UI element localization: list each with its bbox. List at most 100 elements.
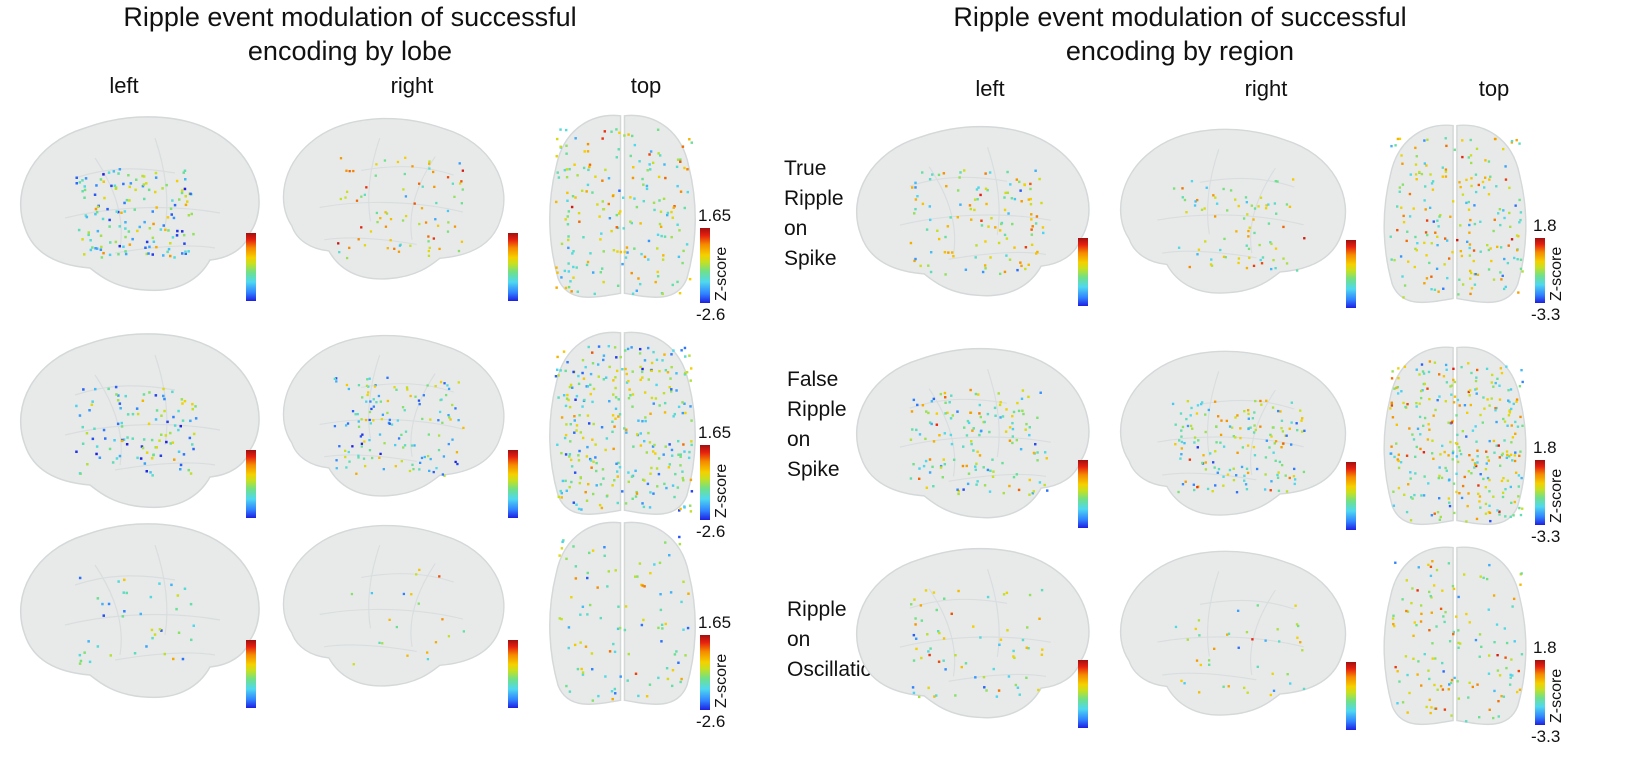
electrode-dot	[403, 409, 406, 412]
electrode-dot	[630, 134, 634, 138]
electrode-dot	[687, 592, 690, 595]
electrode-dot	[1186, 400, 1190, 403]
electrode-dot	[1519, 267, 1523, 270]
electrode-dot	[1436, 511, 1440, 514]
electrode-dot	[1181, 483, 1185, 486]
electrode-dot	[626, 347, 630, 351]
electrode-dot	[187, 250, 190, 253]
electrode-dot	[344, 449, 347, 452]
electrode-dot	[616, 226, 620, 230]
electrode-dot	[1394, 665, 1397, 669]
electrode-dot	[1445, 239, 1449, 242]
electrode-dot	[1271, 426, 1275, 429]
electrode-dot	[1204, 430, 1207, 434]
electrode-dot	[1487, 268, 1491, 271]
electrode-dot	[364, 418, 368, 422]
electrode-dot	[1488, 563, 1491, 567]
electrode-dot	[1430, 596, 1433, 599]
electrode-dot	[447, 635, 451, 638]
electrode-dot	[175, 234, 179, 237]
electrode-dot	[1461, 155, 1464, 159]
electrode-dot	[678, 542, 682, 546]
electrode-dot	[651, 161, 655, 165]
electrode-dot	[914, 623, 917, 626]
electrode-dot	[411, 463, 414, 466]
electrode-dot	[921, 202, 925, 206]
electrode-dot	[1427, 669, 1430, 672]
electrode-dot	[1415, 155, 1418, 158]
electrode-dot	[1439, 607, 1443, 611]
electrode-dot	[924, 437, 927, 441]
electrode-dot	[1492, 229, 1495, 233]
electrode-dot	[1436, 688, 1439, 691]
electrode-dot	[1240, 465, 1244, 469]
electrode-dot	[1426, 438, 1430, 441]
electrode-dot	[366, 378, 369, 381]
electrode-dot	[1390, 144, 1393, 148]
electrode-dot	[1409, 173, 1412, 176]
electrode-dot	[567, 235, 570, 238]
electrode-dot	[1458, 181, 1461, 184]
electrode-dot	[615, 156, 619, 159]
electrode-dot	[1217, 467, 1221, 471]
electrode-dot	[1471, 458, 1474, 462]
electrode-dot	[1500, 694, 1503, 698]
electrode-dot	[943, 597, 946, 600]
electrode-dot	[368, 449, 372, 452]
sulcus-line	[1199, 177, 1295, 188]
electrode-dot	[939, 466, 943, 469]
electrode-dot	[684, 654, 687, 657]
electrode-dot	[568, 167, 571, 171]
electrode-dot	[135, 178, 138, 181]
sulcus-line	[154, 137, 168, 229]
electrode-dot	[180, 189, 184, 192]
electrode-dot	[614, 569, 617, 572]
electrode-dot	[1451, 458, 1454, 461]
electrode-dot	[641, 502, 644, 505]
electrode-dot	[607, 202, 611, 206]
electrode-dot	[1172, 187, 1176, 190]
electrode-dot	[426, 384, 429, 387]
electrode-dot	[148, 391, 151, 394]
electrode-dot	[602, 250, 605, 253]
electrode-dot	[191, 402, 194, 406]
electrode-dot	[1419, 604, 1423, 607]
electrode-dot	[1243, 474, 1246, 477]
electrode-dot	[123, 578, 126, 582]
electrode-dot	[561, 540, 564, 544]
electrode-dot	[181, 230, 184, 233]
electrode-dot	[1502, 476, 1505, 480]
electrode-dot	[650, 466, 653, 470]
electrode-dot	[1517, 235, 1520, 238]
right-hemisphere	[623, 521, 696, 705]
electrode-dot	[570, 290, 573, 293]
electrode-dot	[1395, 423, 1398, 426]
electrode-dot	[574, 398, 577, 401]
electrode-dot	[573, 419, 576, 422]
electrode-dot	[1498, 674, 1502, 677]
electrode-dot	[595, 484, 598, 487]
electrode-dot	[637, 277, 640, 280]
electrode-dot	[1420, 363, 1424, 366]
electrode-dot	[655, 467, 659, 470]
electrode-dot	[128, 243, 132, 246]
electrode-dot	[669, 591, 673, 594]
electrode-dot	[125, 591, 128, 595]
electrode-dot	[610, 130, 613, 133]
electrode-dot	[122, 182, 125, 186]
electrode-dot	[1439, 453, 1442, 456]
electrode-dot	[1255, 467, 1259, 471]
electrode-dot	[986, 188, 989, 192]
electrode-dot	[402, 188, 405, 191]
electrode-dot	[1425, 277, 1429, 280]
electrode-dot	[637, 419, 640, 422]
electrode-dot	[986, 595, 990, 599]
electrode-dot	[597, 694, 600, 698]
electrode-dot	[360, 195, 363, 198]
electrode-dot	[75, 176, 78, 179]
electrode-dot	[648, 506, 652, 509]
electrode-dot	[565, 397, 569, 400]
electrode-dot	[981, 270, 985, 274]
electrode-dot	[649, 472, 652, 475]
electrode-dot	[1428, 629, 1431, 632]
